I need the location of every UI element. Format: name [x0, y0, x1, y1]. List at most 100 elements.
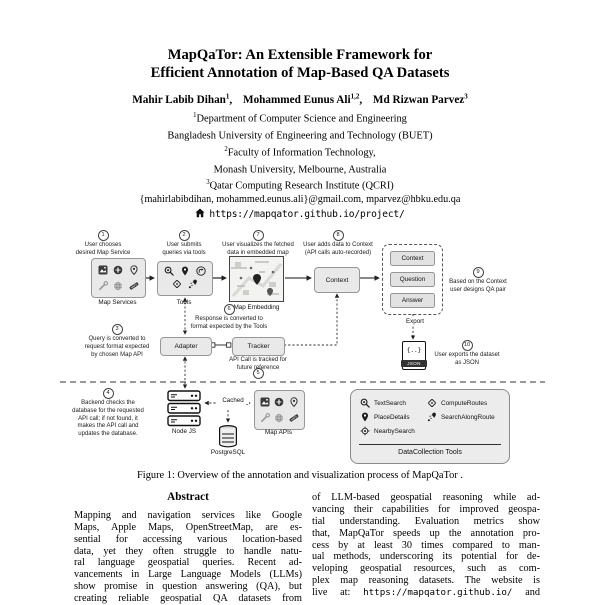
author: Mahir Labib Dihan1,: [132, 92, 233, 107]
cached-label: Cached: [217, 397, 249, 405]
compass-icon: [274, 397, 285, 408]
body-line: cess by at least 30 times compared to ma…: [312, 539, 540, 551]
two-column-body: Abstract Mapping and navigation services…: [74, 492, 540, 604]
body-line: vancing their capabilities for improved …: [312, 504, 540, 516]
abstract-line: sential for accessing various location-b…: [74, 533, 302, 545]
json-band-label: JSON: [401, 360, 427, 368]
affiliation-line: Monash University, Melbourne, Australia: [213, 164, 387, 176]
title-line-2: Efficient Annotation of Map-Based QA Dat…: [150, 64, 450, 81]
tools-label: Tools: [176, 299, 192, 307]
qa-context-box: Context: [390, 251, 435, 267]
search-location-icon: [164, 265, 175, 276]
affiliation-line: 2Faculty of Information Technology,: [224, 145, 376, 159]
compass-icon: [113, 265, 124, 276]
export-label: Export: [399, 318, 431, 326]
affiliation-line: 1Department of Computer Science and Engi…: [193, 112, 407, 125]
maps-badge-icon: MAPS: [129, 281, 140, 292]
tool-textsearch: TextSearch: [360, 398, 406, 409]
tool-computeroutes: ComputeRoutes: [427, 398, 487, 408]
website-url[interactable]: https://mapqator.github.io/: [363, 586, 513, 598]
affiliation-line: 3Qatar Computing Research Institute (QCR…: [206, 179, 394, 192]
body-line: veloping geospatial resources, such as c…: [312, 563, 540, 575]
routes-circle-icon: [196, 265, 207, 276]
place-pin-icon: [360, 412, 370, 422]
map-apis-box: MAPS: [254, 390, 305, 431]
abstract-line: Maps, Apple Maps, OpenStreetMap, are es-: [74, 522, 302, 534]
paper-title: MapQaTor: An Extensible Framework for Ef…: [0, 47, 600, 83]
abstract-line: show promise in question answering (QA),…: [74, 581, 302, 593]
left-column: Abstract Mapping and navigation services…: [74, 492, 302, 604]
postgresql-label: PostgreSQL: [210, 449, 246, 457]
divider: [359, 444, 501, 446]
nodejs-server-icon: [167, 390, 201, 427]
body-line-with-url: live at: https://mapqator.github.io/ and: [312, 586, 540, 598]
svg-text:MAPS: MAPS: [131, 283, 139, 290]
abstract-line: Mapping and navigation services like Goo…: [74, 510, 302, 522]
map-services-label: Map Services: [98, 299, 137, 307]
home-icon: [195, 208, 206, 218]
abstract-line: ral language geospatial queries. Recent …: [74, 557, 302, 569]
tracker-note: API Call is tracked for future reference: [229, 357, 287, 372]
figure-caption: Figure 1: Overview of the annotation and…: [137, 470, 463, 482]
tool-placedetails: PlaceDetails: [360, 412, 410, 422]
affiliation-line: Bangladesh University of Engineering and…: [167, 130, 433, 142]
map-image-icon: [97, 265, 108, 276]
email-line: {mahirlabibdihan, mohammed.eunus.ali}@gm…: [139, 194, 461, 206]
map-apis-label: Map APIs: [265, 429, 292, 437]
tool-searchalongroute: SearchAlongRoute: [427, 412, 495, 422]
map-embedding-thumbnail: [229, 256, 284, 303]
body-line: tial understanding. Evaluation metrics s…: [312, 516, 540, 528]
map-embedding-label: Map Embedding: [233, 304, 280, 312]
globe-icon: [113, 281, 124, 292]
context-box: Context: [314, 267, 360, 294]
pin-icon: [129, 265, 140, 276]
body-line: that, MapQaTor speeds up the annotation …: [312, 527, 540, 539]
along-route-icon: [188, 278, 199, 289]
search-location-icon: [360, 398, 370, 409]
globe-icon: [274, 413, 285, 424]
title-line-1: MapQaTor: An Extensible Framework for: [167, 47, 433, 63]
tool-nearbysearch: NearbySearch: [360, 426, 415, 436]
homepage-url[interactable]: https://mapqator.github.io/project/: [209, 209, 405, 221]
homepage-line: https://mapqator.github.io/project/: [0, 208, 600, 220]
body-line: of LLM-based geospatial reasoning while …: [312, 492, 540, 504]
body-line: ual methods, underscoring its potential …: [312, 551, 540, 563]
abstract-heading: Abstract: [167, 491, 209, 504]
map-services-box: MAPS: [91, 258, 146, 299]
json-file-icon: {..} JSON: [401, 341, 427, 371]
abstract-line: creating reliable geospatial QA datasets…: [74, 592, 302, 604]
body-line: plex map reasoning datasets. The website…: [312, 575, 540, 587]
along-route-icon: [427, 412, 437, 422]
wrench-icon: [97, 281, 108, 292]
diamond-route-icon: [427, 398, 437, 408]
tools-box: [157, 261, 213, 297]
nodejs-label: Node JS: [171, 428, 197, 436]
abstract-line: vancements in Large Language Models (LLM…: [74, 569, 302, 581]
postgresql-icon: [218, 425, 238, 448]
datacollection-tools-label: DataCollection Tools: [398, 449, 462, 457]
right-column: of LLM-based geospatial reasoning while …: [312, 492, 540, 604]
qa-question-box: Question: [390, 272, 435, 288]
author-list: Mahir Labib Dihan1, Mohammed Eunus Ali1,…: [0, 93, 600, 107]
affiliations: 1Department of Computer Science and Engi…: [0, 109, 600, 206]
step-5: 5: [248, 368, 268, 380]
author: Md Rizwan Parvez3: [372, 92, 468, 107]
qa-answer-box: Answer: [390, 293, 435, 309]
author: Mohammed Eunus Ali1,2,: [243, 92, 363, 107]
wrench-icon: [260, 413, 271, 424]
qa-pair-group: Context Question Answer: [382, 244, 443, 316]
pin-icon: [288, 397, 299, 408]
datacollection-tools-box: TextSearch PlaceDetails NearbySearch Com…: [350, 389, 510, 465]
place-pin-icon: [180, 265, 191, 276]
